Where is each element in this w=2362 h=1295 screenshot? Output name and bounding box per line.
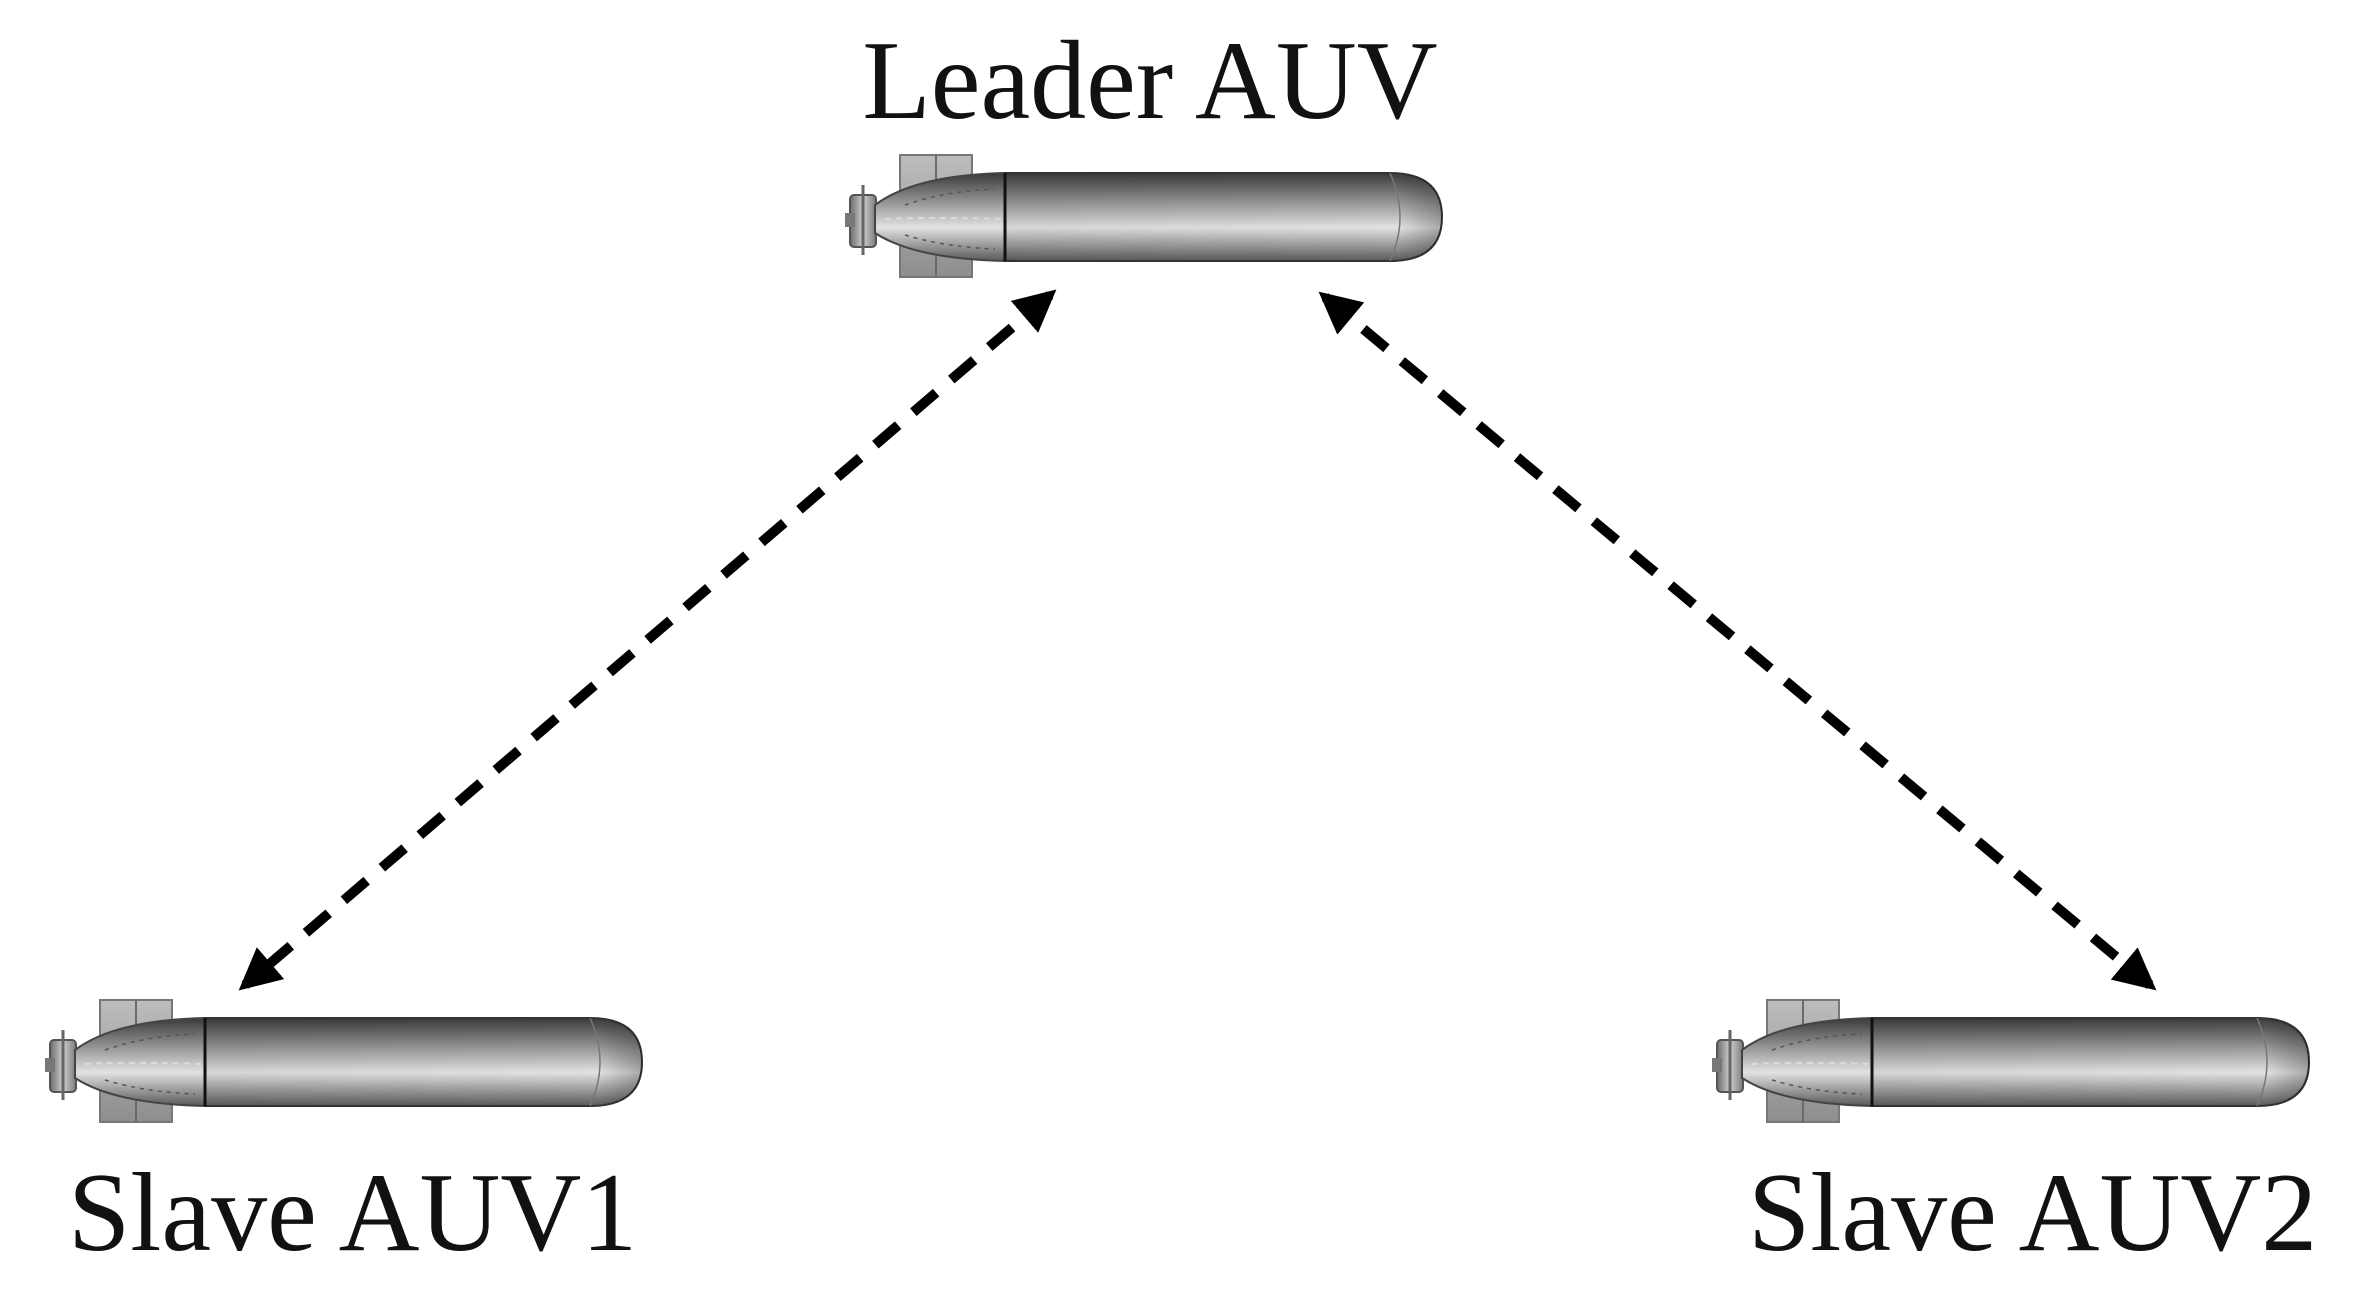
slave-auv2-label: Slave AUV2	[1748, 1151, 2317, 1275]
link-leader-slave2-arrow	[1318, 291, 2157, 991]
slave-auv1-label: Slave AUV1	[68, 1151, 637, 1275]
slave-auv2-vehicle-icon	[1710, 998, 2311, 1124]
slave-auv1-vehicle-icon	[43, 998, 644, 1124]
slave-auv1: Slave AUV1	[43, 998, 644, 1275]
leader-auv-label: Leader AUV	[862, 19, 1437, 143]
leader-auv-vehicle-icon	[843, 153, 1444, 279]
leader-auv: Leader AUV	[843, 19, 1444, 279]
slave-auv2: Slave AUV2	[1710, 998, 2317, 1275]
link-leader-slave1-arrow	[238, 289, 1057, 991]
